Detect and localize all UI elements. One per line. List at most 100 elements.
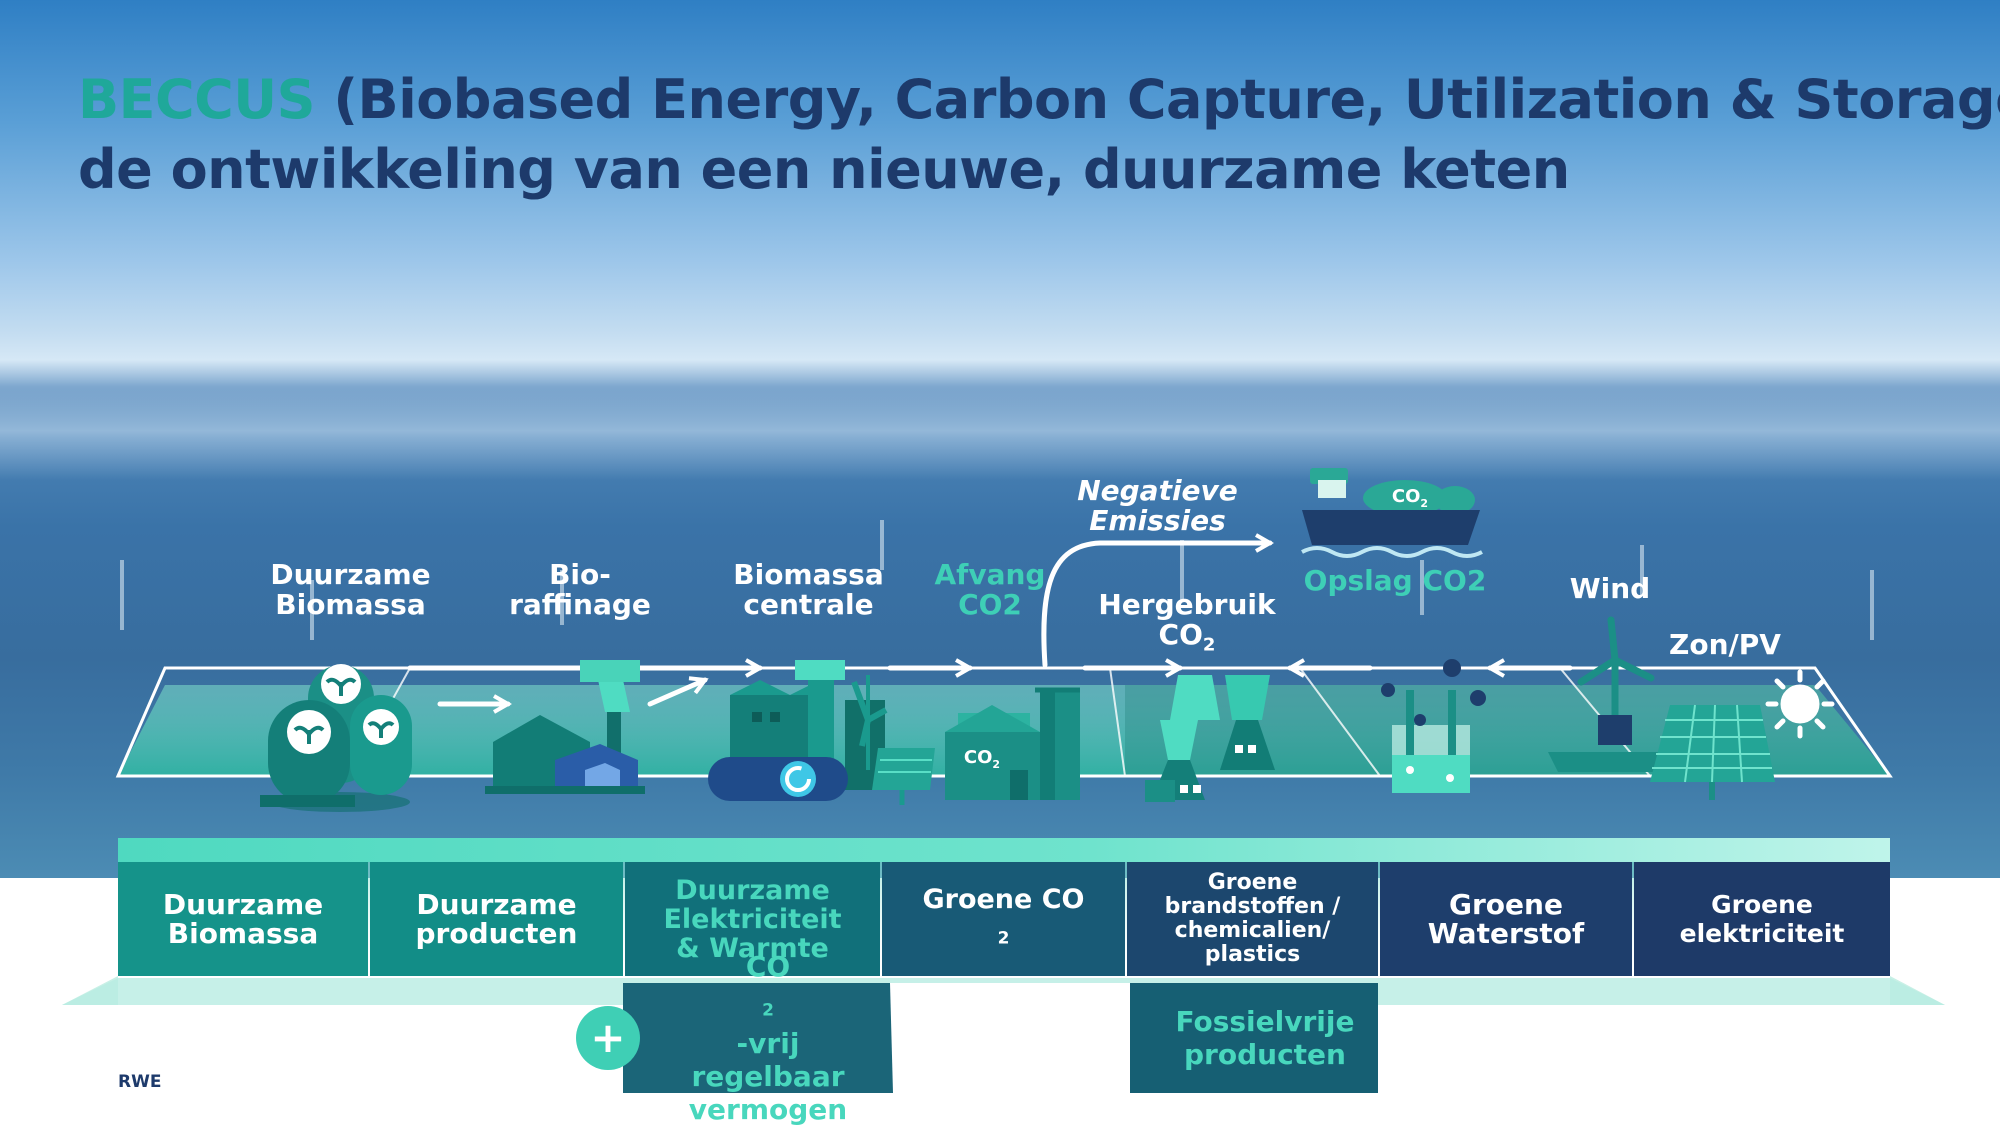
horizon-haze xyxy=(0,390,2000,480)
co2vrij-box-bg xyxy=(623,983,913,1093)
title-accent: BECCUS xyxy=(78,68,316,131)
distant-turbine xyxy=(560,570,564,625)
label-zon-pv: Zon/PV xyxy=(1669,628,1781,661)
label-wind: Wind xyxy=(1569,572,1651,605)
box-co: CO xyxy=(745,949,791,983)
band-bg xyxy=(1127,862,1378,976)
band-line: Duurzame xyxy=(162,888,324,921)
biorefinery-icon xyxy=(485,660,645,794)
band-line: brandstoffen / xyxy=(1164,894,1341,919)
box-line: vermogen xyxy=(688,1093,848,1126)
band-line: Duurzame xyxy=(675,874,830,906)
box-line: regelbaar xyxy=(691,1060,845,1094)
distant-turbine xyxy=(1870,570,1874,640)
band-bg xyxy=(882,862,1125,976)
distant-turbine xyxy=(1180,540,1184,600)
co2-capture-plant-icon: CO2 xyxy=(945,687,1080,800)
label-line: Biomassa xyxy=(275,588,426,621)
band-line: Groene xyxy=(1449,888,1563,921)
band-bg xyxy=(1634,862,1890,976)
band-line: producten xyxy=(415,917,578,950)
label-line: CO2 xyxy=(1158,618,1216,656)
floor-grid-line xyxy=(1109,667,1126,777)
label-sub: 2 xyxy=(1202,634,1216,656)
arrow-raffinage-up xyxy=(647,676,709,707)
band-line: & Warmte xyxy=(676,932,829,964)
white-gap xyxy=(890,983,1130,1093)
band-bg xyxy=(118,862,368,976)
band-line: Waterstof xyxy=(1427,917,1585,950)
label-biomassa-centrale: Biomassa centrale xyxy=(726,560,891,620)
plus-circle xyxy=(576,1006,640,1070)
wind-turbine-icon xyxy=(1548,616,1668,772)
band-bg xyxy=(1380,862,1632,976)
band-line: Groene xyxy=(1207,870,1298,895)
band-line: chemicalien/ xyxy=(1174,918,1331,943)
distant-turbine xyxy=(1420,560,1424,615)
box-rest: -vrij xyxy=(736,1027,800,1061)
label-line: Duurzame xyxy=(270,558,431,591)
co2-plant-label: CO2 xyxy=(964,747,1000,771)
co2-ship-icon: CO2 xyxy=(1301,468,1483,558)
biomass-plant-icon xyxy=(708,660,935,805)
arrow-negatieve-emissies xyxy=(1041,533,1275,668)
box-line: CO 2 -vrij xyxy=(689,950,847,1061)
label-line: Hergebruik xyxy=(1098,588,1276,621)
box-sub: 2 xyxy=(762,1000,774,1021)
label-opslag-co2: Opslag CO2 xyxy=(1303,564,1487,597)
sun-icon xyxy=(1765,669,1835,739)
label-hergebruik-co2: Hergebruik CO2 xyxy=(1092,590,1282,661)
label-line: Bio- xyxy=(549,558,611,591)
band-line: Elektriciteit xyxy=(663,903,842,935)
ship-co2-label: CO2 xyxy=(1392,486,1428,510)
label-line: centrale xyxy=(743,588,874,621)
rwe-logo: RWE xyxy=(118,1072,162,1092)
band-line: Biomassa xyxy=(167,917,319,950)
label-negatieve-emissies: Negatieve Emissies xyxy=(1070,476,1245,536)
band-line: elektriciteit xyxy=(1679,919,1845,948)
band-line: Groene xyxy=(1711,890,1813,919)
label-line: Emissies xyxy=(1089,504,1226,537)
band-line: plastics xyxy=(1204,942,1301,967)
label-line: CO2 xyxy=(958,588,1022,621)
platform-top-edge xyxy=(118,838,1890,862)
distant-turbine xyxy=(120,560,124,630)
distant-turbine xyxy=(880,520,884,570)
label-line: raffinage xyxy=(509,588,651,621)
distant-turbine xyxy=(310,580,314,640)
band-bg xyxy=(370,862,623,976)
label-line: Negatieve xyxy=(1077,474,1238,507)
box-line: producten xyxy=(1184,1038,1346,1071)
page-title-line-1: BECCUS (Biobased Energy, Carbon Capture,… xyxy=(78,68,2000,131)
label-duurzame-biomassa: Duurzame Biomassa xyxy=(268,560,433,620)
fossielvrije-box-bg xyxy=(1130,983,1378,1093)
label-bio-raffinage: Bio- raffinage xyxy=(500,560,660,620)
label-co: CO xyxy=(1158,618,1203,651)
box-co2vrij-regelbaar-vermogen: CO 2 -vrij regelbaar vermogen xyxy=(623,950,913,1126)
hydrogen-lab-icon xyxy=(1381,659,1486,793)
biomass-silos-icon xyxy=(260,664,412,812)
label-line: Afvang xyxy=(934,558,1046,591)
box-line: Fossielvrije xyxy=(1175,1005,1355,1038)
solar-panel-icon xyxy=(1650,704,1775,800)
platform-outline xyxy=(115,666,1893,778)
band-sub: 2 xyxy=(997,928,1010,949)
floor-grid-line xyxy=(1299,667,1381,777)
label-afvang-co2: Afvang CO2 xyxy=(920,560,1060,620)
title-rest: (Biobased Energy, Carbon Capture, Utiliz… xyxy=(333,68,2000,131)
plus-symbol: + xyxy=(590,1013,625,1062)
co2-reuse-plant-icon xyxy=(1145,675,1275,802)
band-bg xyxy=(625,862,880,976)
distant-turbine xyxy=(1640,545,1644,595)
band-line: Duurzame xyxy=(416,888,577,921)
page-title-line-2: de ontwikkeling van een nieuwe, duurzame… xyxy=(78,138,1570,201)
